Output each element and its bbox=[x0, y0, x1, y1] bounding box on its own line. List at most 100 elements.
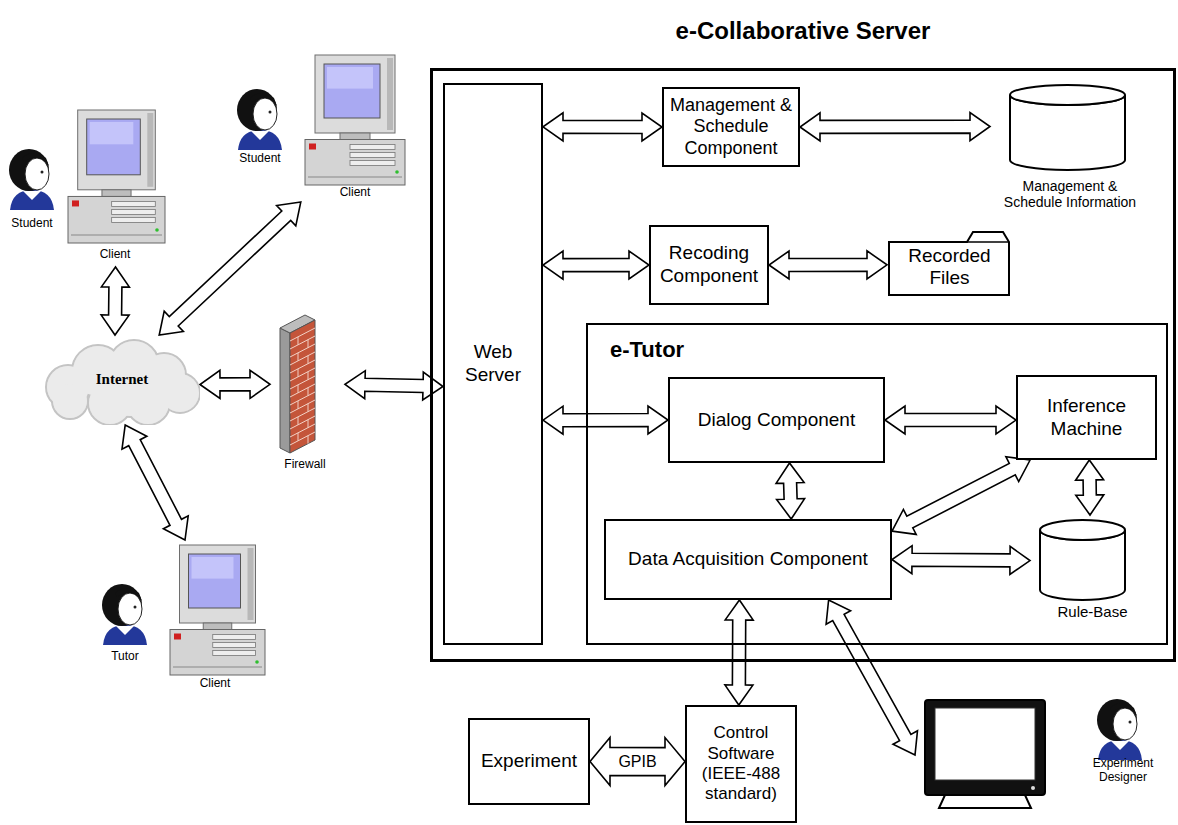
monitor-body bbox=[78, 110, 156, 190]
process-box: Web Server bbox=[443, 83, 543, 645]
monitor-screen bbox=[87, 119, 141, 175]
folder-outline bbox=[889, 232, 1009, 295]
folder-tab-line bbox=[967, 241, 1009, 243]
database-cylinder: Management & Schedule Information bbox=[990, 83, 1150, 233]
monitor-neck bbox=[102, 190, 131, 197]
box-text: Data Acquisition Component bbox=[624, 548, 872, 571]
firewall: Firewall bbox=[270, 310, 345, 475]
case-line bbox=[308, 177, 402, 178]
process-box: Dialog Component bbox=[668, 377, 885, 463]
hair bbox=[1097, 699, 1137, 741]
wall-side bbox=[280, 328, 290, 453]
power-led bbox=[395, 170, 399, 174]
double-block-arrow bbox=[769, 251, 887, 279]
box-text: Control Software (IEEE-488 standard) bbox=[687, 723, 795, 805]
cylinder-top bbox=[1010, 85, 1125, 105]
mortar bbox=[308, 340, 309, 348]
mortar bbox=[308, 388, 309, 396]
face bbox=[118, 593, 142, 625]
cloud-fill bbox=[53, 384, 87, 418]
mortar bbox=[298, 337, 299, 345]
process-box: Data Acquisition Component bbox=[604, 519, 892, 600]
double-block-arrow bbox=[892, 546, 1030, 575]
monitor-base bbox=[939, 795, 1031, 808]
process-box: Management & Schedule Component bbox=[662, 87, 800, 167]
mortar bbox=[290, 344, 315, 357]
label-text: Tutor bbox=[95, 650, 155, 664]
drive-slot bbox=[350, 153, 395, 158]
eye bbox=[41, 171, 44, 174]
mortar bbox=[290, 400, 315, 413]
box-text: Management & Schedule Component bbox=[664, 95, 798, 160]
mortar bbox=[290, 384, 315, 397]
monitor-body bbox=[180, 545, 256, 623]
logo bbox=[174, 634, 181, 640]
drive-slot bbox=[213, 643, 256, 648]
client-computer: StudentClient bbox=[228, 52, 410, 202]
cylinder-body bbox=[1010, 95, 1125, 170]
monitor-screen bbox=[935, 708, 1035, 780]
mortar bbox=[298, 353, 299, 361]
mortar bbox=[308, 404, 309, 412]
fringe bbox=[1110, 703, 1137, 716]
process-box: Control Software (IEEE-488 standard) bbox=[685, 705, 797, 823]
double-block-arrow bbox=[776, 463, 805, 519]
collar bbox=[23, 191, 41, 200]
illustration bbox=[990, 83, 1150, 233]
database-cylinder: Rule-Base bbox=[1030, 515, 1155, 635]
label-text: Management & Schedule Information bbox=[995, 178, 1145, 210]
label-text: Recorded Files bbox=[891, 245, 1009, 289]
mortar bbox=[308, 436, 309, 444]
double-block-arrow bbox=[159, 202, 301, 335]
client-computer: StudentClient bbox=[5, 105, 175, 267]
drive-slot bbox=[350, 161, 395, 166]
label-text: Student bbox=[2, 217, 62, 231]
label-text: Firewall bbox=[270, 458, 340, 472]
fringe bbox=[250, 93, 277, 106]
monitor-side bbox=[147, 113, 153, 187]
monitor-screen bbox=[324, 64, 380, 118]
eye bbox=[269, 111, 272, 114]
double-block-arrow bbox=[345, 371, 443, 400]
collar bbox=[116, 626, 134, 635]
face bbox=[1113, 708, 1137, 740]
double-block-arrow bbox=[200, 370, 270, 398]
monitor-side bbox=[387, 58, 393, 130]
monitor-bezel bbox=[925, 700, 1045, 795]
edge-label: GPIB bbox=[616, 753, 658, 771]
screen-glare bbox=[90, 122, 134, 144]
monitor-neck bbox=[340, 133, 370, 140]
mortar bbox=[298, 369, 299, 377]
hair bbox=[9, 149, 49, 191]
wall-front bbox=[290, 320, 315, 453]
mortar bbox=[298, 433, 299, 441]
mortar bbox=[290, 432, 315, 445]
box-text: Experiment bbox=[477, 750, 581, 773]
mortar bbox=[308, 372, 309, 380]
monitor-neck bbox=[203, 623, 232, 630]
desktop-case bbox=[305, 140, 405, 186]
shoulders bbox=[238, 130, 282, 150]
mortar bbox=[290, 368, 315, 381]
mortar bbox=[298, 417, 299, 425]
drive-slot bbox=[112, 201, 156, 206]
double-block-arrow bbox=[885, 406, 1016, 434]
label-text: Client bbox=[85, 248, 145, 262]
label-text: e-Tutor bbox=[610, 337, 720, 362]
collar bbox=[251, 131, 269, 140]
box-text: Dialog Component bbox=[694, 409, 859, 432]
label-text: Internet bbox=[72, 371, 172, 388]
server-boundary: e-Collaborative ServerWeb ServerManageme… bbox=[430, 68, 1176, 662]
process-box: Recoding Component bbox=[649, 225, 769, 305]
box-text: Web Server bbox=[445, 341, 541, 387]
double-block-arrow bbox=[1076, 460, 1104, 515]
case-line bbox=[173, 667, 262, 668]
client-computer: TutorClient bbox=[95, 540, 275, 692]
hair bbox=[237, 89, 277, 131]
face bbox=[253, 98, 277, 130]
eye bbox=[1129, 721, 1132, 724]
mortar bbox=[290, 360, 315, 373]
collar bbox=[1111, 741, 1129, 750]
mortar bbox=[290, 416, 315, 429]
